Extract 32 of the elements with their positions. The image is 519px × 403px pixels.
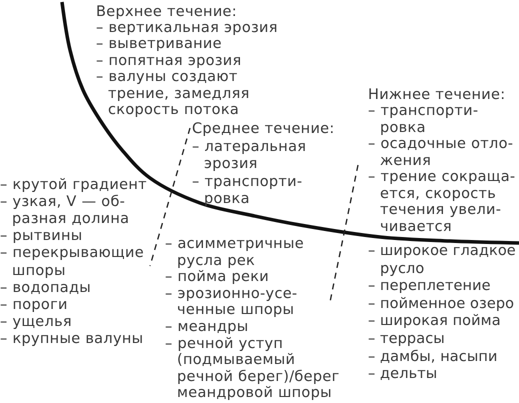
list-item: – широкая пойма <box>368 313 502 331</box>
list-item: – перекрывающие шпоры <box>0 245 145 280</box>
list-item: – транспорти- ровка <box>192 174 304 208</box>
list-item: – крупные валуны <box>0 331 144 349</box>
list-item: – узкая, V — об- разная долина <box>0 194 130 228</box>
list-item: – пойменное озеро <box>368 296 516 314</box>
list-item: – рытвины <box>0 228 84 246</box>
list-item: – широкое гладкое русло <box>368 243 517 278</box>
list-item: – эрозионно-усе- ченные шпоры <box>165 286 298 319</box>
list-item: – латеральная эрозия <box>192 138 308 174</box>
list-item: – вертикальная эрозия <box>96 20 279 36</box>
list-item: – меандры <box>165 318 250 336</box>
list-item: – пороги <box>0 296 69 314</box>
list-item: – выветривание <box>96 36 223 53</box>
list-item: – асимметричные русла рек <box>165 236 305 270</box>
list-item: – валуны создают трение, замедляя скорость потока <box>96 69 251 118</box>
list-item: – дельты <box>368 366 438 384</box>
list-item: – транспорти- ровка <box>368 103 480 136</box>
list-item: – трение сокраща- ется, скорость течения увели- чивается <box>368 169 516 235</box>
section-heading: Верхнее течение: <box>96 4 238 20</box>
list-item: – осадочные отло- жения <box>368 136 514 169</box>
list-item: – террасы <box>368 330 446 349</box>
list-item: – переплетение <box>368 278 492 296</box>
section-heading: Нижнее течение: <box>368 86 506 103</box>
list-item: – крутой градиент <box>0 176 148 194</box>
list-item: – дамбы, насыпи <box>368 348 499 366</box>
list-item: – ущелья <box>0 314 73 332</box>
list-item: – попятная эрозия <box>96 52 243 70</box>
list-item: – водопады <box>0 280 92 297</box>
list-item: – пойма реки <box>165 269 270 286</box>
section-heading: Среднее течение: <box>192 121 336 138</box>
list-item: – речной уступ (подмываемый речной берег)/берег меандровой шпоры <box>165 336 341 402</box>
